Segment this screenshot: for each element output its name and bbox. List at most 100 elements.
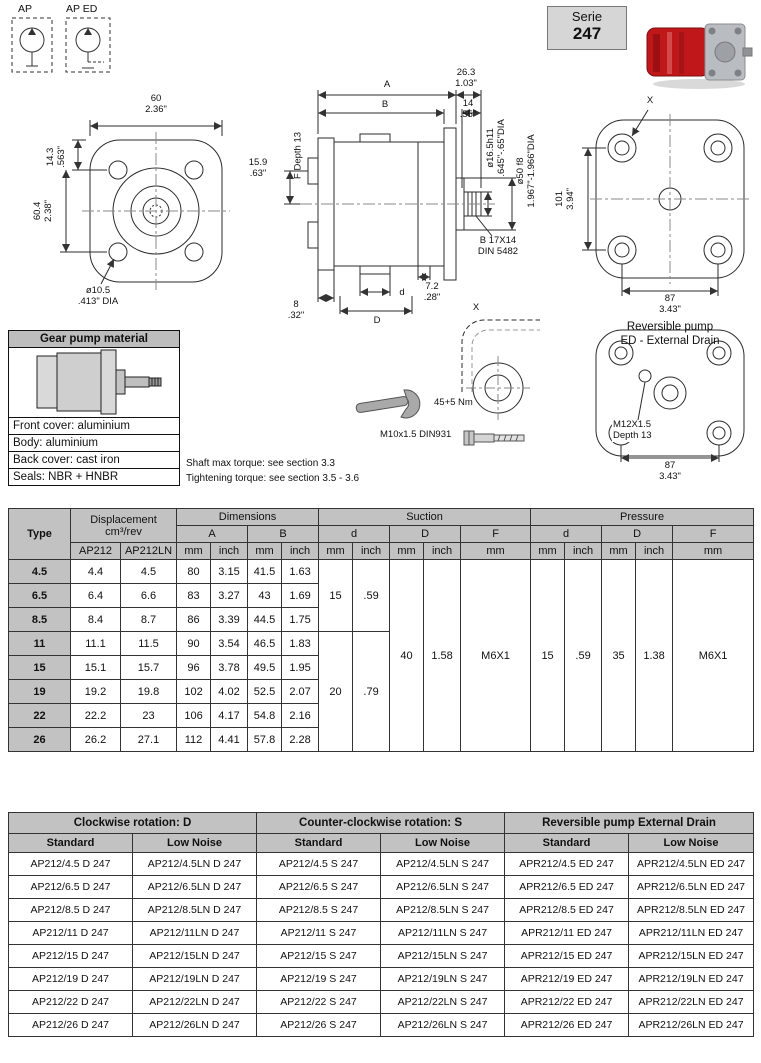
drain-port-label: M12X1.5 Depth 13 xyxy=(612,419,666,442)
header-suction-F: F xyxy=(460,525,532,543)
suction-D-cell: 40 xyxy=(389,559,425,752)
model-cell: AP212/15 S 247 xyxy=(256,944,382,968)
cell: 41.5 xyxy=(247,559,283,584)
dim-row: 26 26.2 27.1 112 4.41 57.8 2.28 xyxy=(8,727,754,752)
side-pilot-dia-dim: ø50 f8 1.967"-1.966"DIA xyxy=(515,134,537,208)
model-cell: AP212/11LN S 247 xyxy=(380,921,506,945)
subheader-low-noise: Low Noise xyxy=(131,833,258,853)
header-pressure: Pressure xyxy=(530,508,755,526)
model-cell: AP212/19 S 247 xyxy=(256,967,382,991)
model-cell: AP212/26LN S 247 xyxy=(380,1013,506,1037)
cell: 80 xyxy=(176,559,212,584)
reversible-width-dim: 87 3.43" xyxy=(659,460,681,482)
cell: 44.5 xyxy=(247,607,283,632)
model-cell: APR212/26 ED 247 xyxy=(504,1013,630,1037)
model-cell: AP212/22LN S 247 xyxy=(380,990,506,1014)
dimension-table: Type Displacement cm³/rev Dimensions Suc… xyxy=(8,508,755,752)
side-D-dim: D xyxy=(373,315,381,326)
model-cell: AP212/6.5 S 247 xyxy=(256,875,382,899)
side-72-dim: 7.2 .28" xyxy=(423,281,441,303)
serie-box: Serie 247 xyxy=(547,6,627,50)
cell: 112 xyxy=(176,727,212,752)
model-cell: APR212/19 ED 247 xyxy=(504,967,630,991)
unit-header: inch xyxy=(281,542,320,560)
model-cell: APR212/6.5 ED 247 xyxy=(504,875,630,899)
side-shaft-ext-dim: 26.3 1.03" xyxy=(455,67,477,89)
cell: 1.63 xyxy=(281,559,320,584)
material-front-cover: Front cover: aluminium xyxy=(9,418,179,435)
pressure-F-cell: M6X1 xyxy=(672,559,755,752)
header-pressure-d: d xyxy=(530,525,603,543)
model-cell: AP212/15 D 247 xyxy=(8,944,133,968)
cell: 4.41 xyxy=(210,727,249,752)
cell: 19.2 xyxy=(70,679,121,704)
cell: 1.95 xyxy=(281,655,320,680)
model-cell: AP212/22LN D 247 xyxy=(131,990,258,1014)
cell: 19.8 xyxy=(119,679,178,704)
dim-row: 4.5 4.4 4.5 80 3.15 41.5 1.63 15 .59 40 … xyxy=(8,559,755,752)
model-cell: AP212/8.5 D 247 xyxy=(8,898,133,922)
cell: 4.5 xyxy=(119,559,178,584)
model-cell: AP212/8.5 S 247 xyxy=(256,898,382,922)
product-photo xyxy=(646,23,753,89)
ap-symbol-label: AP xyxy=(18,3,33,15)
cell: 8.7 xyxy=(119,607,178,632)
pressure-d-cell: .59 xyxy=(564,559,603,752)
model-cell: AP212/11LN D 247 xyxy=(131,921,258,945)
cell: 11.5 xyxy=(119,631,178,656)
model-row: AP212/15 D 247 AP212/15LN D 247 AP212/15… xyxy=(8,944,755,968)
pump-section-drawing xyxy=(36,349,162,415)
pressure-D-cell: 35 xyxy=(601,559,637,752)
cell: 46.5 xyxy=(247,631,283,656)
model-cell: AP212/4.5 S 247 xyxy=(256,852,382,876)
cell: 6.6 xyxy=(119,583,178,608)
model-number-table: Clockwise rotation: D Counter-clockwise … xyxy=(7,812,755,1037)
cell: 1.83 xyxy=(281,631,320,656)
cell: 3.27 xyxy=(210,583,249,608)
suction-d-cell: .59 xyxy=(352,559,391,632)
model-cell: AP212/19LN D 247 xyxy=(131,967,258,991)
unit-header: inch xyxy=(564,542,603,560)
side-159-dim: 15.9 .63" xyxy=(248,157,268,179)
model-cell: APR212/11LN ED 247 xyxy=(628,921,755,945)
front-hole-offset-dim: 14.3 .563" xyxy=(45,145,67,168)
model-cell: APR212/11 ED 247 xyxy=(504,921,630,945)
bolt-icon xyxy=(463,430,525,446)
subheader-low-noise: Low Noise xyxy=(380,833,506,853)
header-ap212: AP212 xyxy=(70,542,121,560)
header-displacement: Displacement cm³/rev xyxy=(69,508,178,543)
back-x-ref: X xyxy=(646,95,654,106)
model-cell: AP212/4.5LN D 247 xyxy=(131,852,258,876)
model-cell: AP212/11 S 247 xyxy=(256,921,382,945)
header-dimensions: Dimensions xyxy=(176,508,320,526)
material-back-cover: Back cover: cast iron xyxy=(9,452,179,469)
cell: 52.5 xyxy=(247,679,283,704)
model-row: AP212/8.5 D 247 AP212/8.5LN D 247 AP212/… xyxy=(8,898,755,922)
cell: 43 xyxy=(247,583,283,608)
group-header-reversible: Reversible pump External Drain xyxy=(504,812,755,834)
ap-ed-symbol-drawing xyxy=(65,17,111,73)
cell: 3.39 xyxy=(210,607,249,632)
dim-row: 8.5 8.4 8.7 86 3.39 44.5 1.75 xyxy=(8,607,754,632)
side-spline-len-dim: 14 .55" xyxy=(459,98,477,120)
type-cell: 8.5 xyxy=(8,607,71,632)
front-hole-spacing-dim: 60.4 2.38" xyxy=(32,199,54,222)
cell: 3.15 xyxy=(210,559,249,584)
model-cell: APR212/26LN ED 247 xyxy=(628,1013,755,1037)
model-cell: APR212/15 ED 247 xyxy=(504,944,630,968)
dim-row: 11 11.1 11.5 90 3.54 46.5 1.83 20 .79 xyxy=(8,631,754,752)
model-cell: AP212/26 S 247 xyxy=(256,1013,382,1037)
pressure-D-cell: 1.38 xyxy=(635,559,674,752)
side-B-dim: B xyxy=(381,99,389,110)
unit-header: mm xyxy=(318,542,354,560)
shaft-torque-note: Shaft max torque: see section 3.3 xyxy=(186,458,335,469)
cell: 83 xyxy=(176,583,212,608)
subheader-standard: Standard xyxy=(8,833,133,853)
cell: 4.4 xyxy=(70,559,121,584)
model-cell: APR212/4.5LN ED 247 xyxy=(628,852,755,876)
dim-row: 15 15.1 15.7 96 3.78 49.5 1.95 xyxy=(8,655,754,680)
side-view-drawing xyxy=(284,90,516,315)
back-view-drawing xyxy=(582,109,750,296)
front-view-drawing xyxy=(60,120,230,290)
cell: 102 xyxy=(176,679,212,704)
